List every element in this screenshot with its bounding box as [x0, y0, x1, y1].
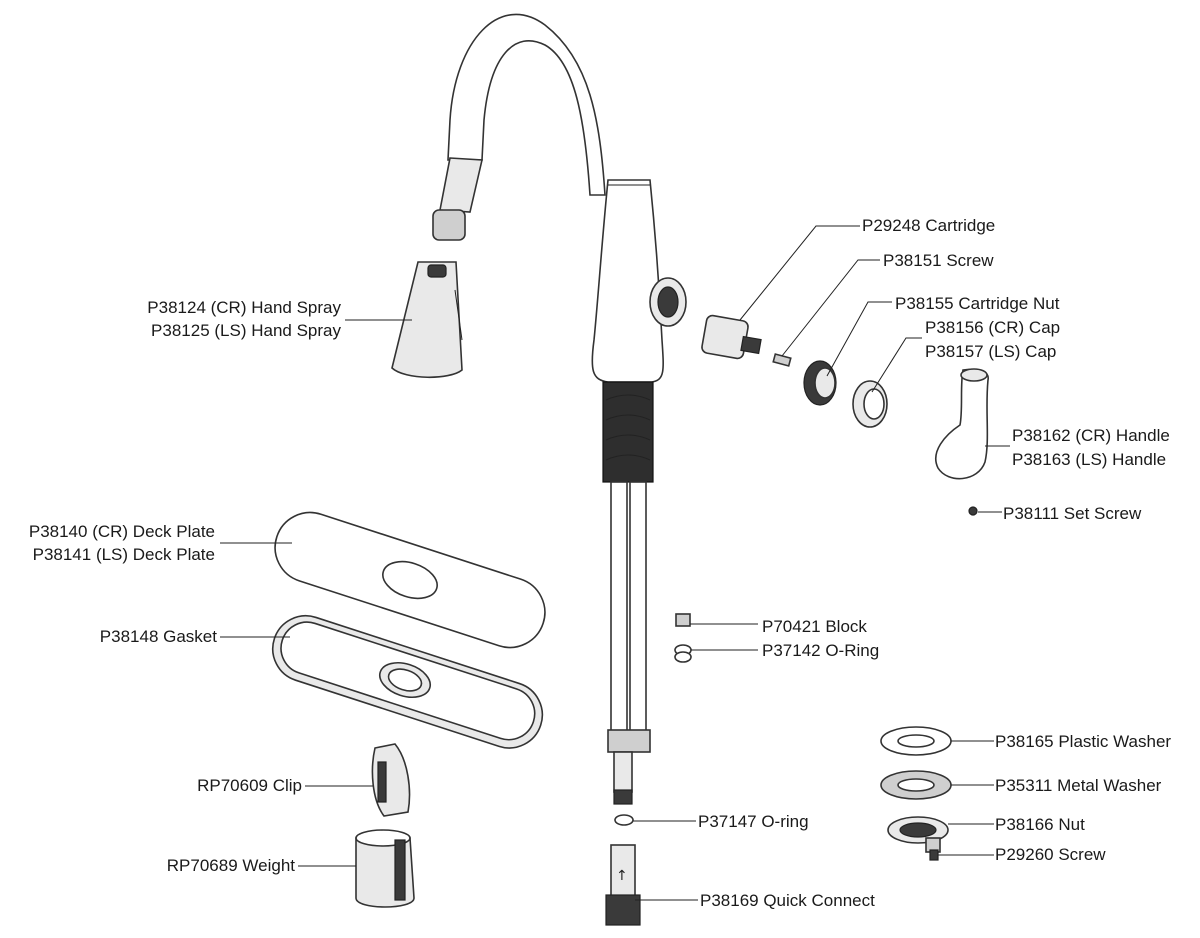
screw-part	[772, 353, 792, 367]
cartridge-part	[701, 314, 749, 360]
label-cartridge: P29248 Cartridge	[862, 216, 996, 235]
screw-2-part	[929, 849, 939, 861]
label-weight: RP70689 Weight	[166, 856, 295, 875]
label-gasket: P38148 Gasket	[99, 627, 217, 646]
label-quick-connect: P38169 Quick Connect	[700, 891, 875, 910]
label-hand-spray-cr: P38124 (CR) Hand Spray	[147, 298, 341, 317]
label-nut: P38166 Nut	[995, 815, 1085, 834]
label-deck-plate-ls: P38141 (LS) Deck Plate	[32, 545, 215, 564]
label-cap-ls: P38157 (LS) Cap	[925, 342, 1057, 361]
label-cartridge-nut: P38155 Cartridge Nut	[895, 294, 1060, 313]
label-block: P70421 Block	[762, 617, 867, 636]
spout-nozzle	[439, 157, 483, 213]
faucet-body	[591, 179, 664, 383]
label-hand-spray-ls: P38125 (LS) Hand Spray	[151, 321, 341, 340]
label-o-ring-1: P37142 O-Ring	[762, 641, 880, 660]
set-screw-part	[968, 506, 978, 516]
handle-part	[935, 368, 989, 480]
label-deck-plate-cr: P38140 (CR) Deck Plate	[28, 522, 215, 541]
svg-text:↑: ↑	[616, 868, 628, 884]
label-metal-washer: P35311 Metal Washer	[995, 776, 1162, 795]
hand-spray-part	[391, 261, 463, 379]
label-cap-cr: P38156 (CR) Cap	[925, 318, 1061, 337]
label-screw: P38151 Screw	[883, 251, 994, 270]
leader-lines	[220, 225, 1010, 901]
label-o-ring-2: P37147 O-ring	[698, 812, 809, 831]
hose-sleeve	[602, 381, 654, 483]
spray-head-tip	[432, 209, 466, 241]
label-plastic-washer: P38165 Plastic Washer	[995, 732, 1172, 751]
block-part	[675, 613, 691, 627]
label-screw-2: P29260 Screw	[995, 845, 1106, 864]
deck-plate-part	[274, 511, 546, 649]
gasket-part	[271, 615, 544, 749]
label-set-screw: P38111 Set Screw	[1003, 504, 1142, 523]
faucet-spout	[447, 13, 606, 196]
supply-tube-left	[610, 481, 628, 733]
label-handle-ls: P38163 (LS) Handle	[1012, 450, 1167, 469]
label-handle-cr: P38162 (CR) Handle	[1012, 426, 1170, 445]
supply-tube-right	[629, 481, 647, 733]
label-clip: RP70609 Clip	[197, 776, 302, 795]
o-ring-bottom-part	[614, 814, 634, 826]
